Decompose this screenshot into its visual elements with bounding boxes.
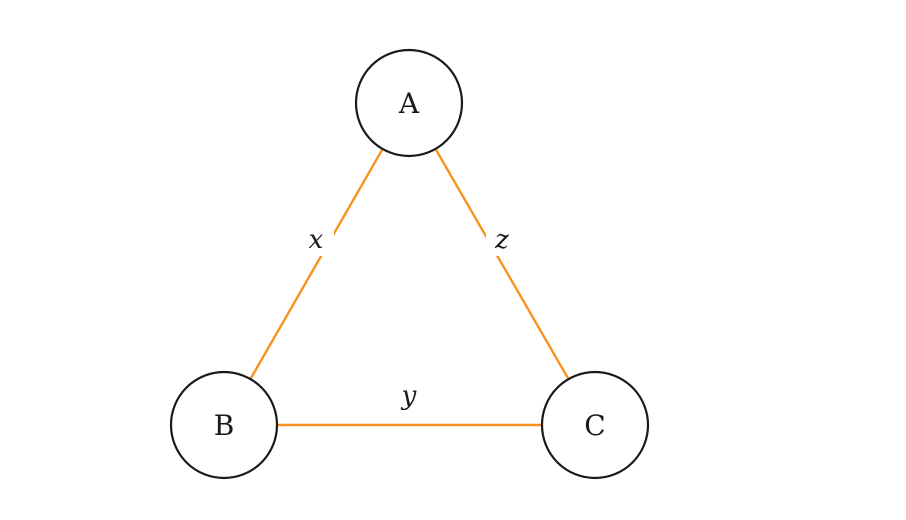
node-b: B	[169, 370, 279, 480]
edge-a-c	[407, 102, 597, 426]
node-a-label: A	[398, 87, 420, 120]
edge-label-y: y	[401, 381, 417, 411]
edge-label-x: x	[309, 225, 324, 255]
node-c: C	[540, 370, 650, 480]
node-c-label: C	[584, 409, 605, 442]
edge-a-b	[222, 102, 411, 426]
edge-label-z: z	[494, 225, 509, 255]
edge-label-bg-z	[486, 222, 518, 256]
edge-label-bg-x	[300, 222, 334, 256]
node-b-label: B	[214, 409, 235, 442]
node-a: A	[354, 48, 464, 158]
